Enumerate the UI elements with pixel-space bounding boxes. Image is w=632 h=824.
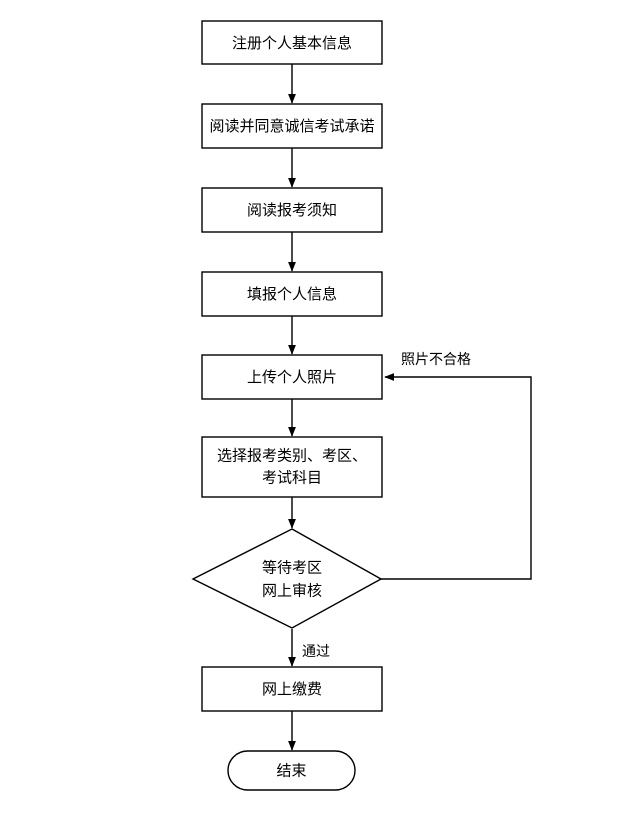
node-online-payment[interactable]: 网上缴费 xyxy=(201,666,383,712)
edge-label-photo-rejected: 照片不合格 xyxy=(401,352,471,368)
node-upload-photo-label: 上传个人照片 xyxy=(247,368,337,386)
node-register-label: 注册个人基本信息 xyxy=(232,34,352,52)
node-end[interactable]: 结束 xyxy=(227,750,356,791)
node-upload-photo[interactable]: 上传个人照片 xyxy=(201,354,383,400)
node-fill-info-label: 填报个人信息 xyxy=(247,285,337,303)
node-register[interactable]: 注册个人基本信息 xyxy=(201,20,383,65)
node-select-category-label-line1: 选择报考类别、考区、 xyxy=(217,447,367,465)
node-agree-pledge-label: 阅读并同意诚信考试承诺 xyxy=(209,117,374,135)
node-select-category-label-line2: 考试科目 xyxy=(262,469,322,487)
node-agree-pledge[interactable]: 阅读并同意诚信考试承诺 xyxy=(201,103,383,149)
edge-wait-review-to-upload-photo-rejected xyxy=(381,373,532,580)
node-fill-info[interactable]: 填报个人信息 xyxy=(201,271,383,317)
edge-label-pass: 通过 xyxy=(302,644,330,660)
node-online-payment-label: 网上缴费 xyxy=(262,680,322,698)
node-wait-review-label-line1: 等待考区 xyxy=(262,559,322,577)
node-read-notice-label: 阅读报考须知 xyxy=(247,201,337,219)
node-wait-review[interactable]: 等待考区 网上审核 xyxy=(191,528,383,629)
node-select-category[interactable]: 选择报考类别、考区、 考试科目 xyxy=(201,436,383,498)
node-wait-review-label-line2: 网上审核 xyxy=(262,582,322,600)
node-end-label: 结束 xyxy=(276,762,306,780)
edges-layer xyxy=(288,64,532,751)
node-read-notice[interactable]: 阅读报考须知 xyxy=(201,187,383,233)
